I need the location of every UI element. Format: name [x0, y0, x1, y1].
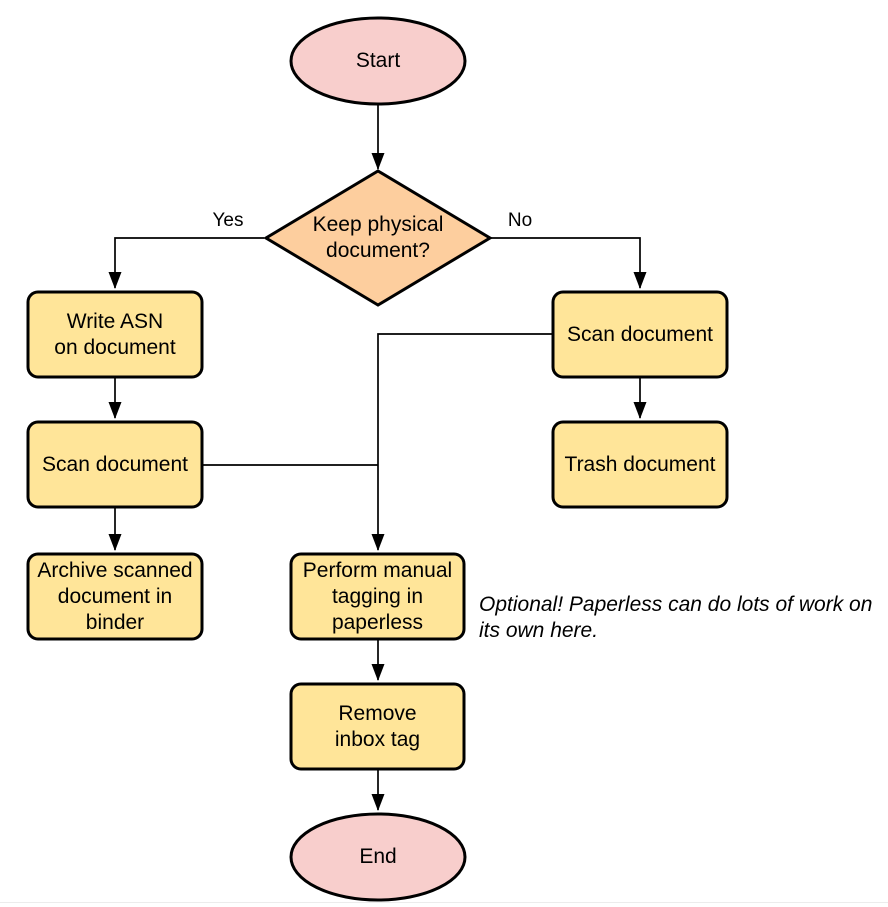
- archive-node-shape: [26, 552, 204, 641]
- page-bottom-edge: [0, 902, 888, 903]
- end-node-label: End: [359, 845, 397, 868]
- remove-inbox-node-label: Remove inbox tag: [334, 701, 421, 751]
- edge-scan-right-to-perform-tagging: [371, 333, 552, 551]
- trash-node-label: Trash document: [564, 452, 716, 476]
- remove-inbox-node-shape: [289, 682, 466, 771]
- write-asn-node-shape: [26, 290, 204, 379]
- end-node-shape: [289, 812, 467, 902]
- scan-left-node-shape: [26, 420, 204, 509]
- perform-tagging-node-label: Perform manual tagging in paperless: [302, 558, 453, 634]
- edge-decision-no-to-scan-right: [490, 237, 647, 289]
- optional-annotation-text: Optional! Paperless can do lots of work …: [479, 593, 873, 642]
- yes-edge-label: Yes: [212, 210, 244, 231]
- write-asn-node-label: Write ASN on document: [54, 309, 176, 359]
- trash-node-shape: [551, 420, 729, 509]
- start-node-label: Start: [355, 49, 401, 72]
- edge-decision-yes-to-write-asn: [108, 237, 264, 289]
- decision-node-label: Keep physical document?: [312, 213, 444, 262]
- start-node-shape: [289, 16, 467, 106]
- archive-node-label: Archive scanned document in binder: [37, 558, 193, 634]
- decision-node-shape: [263, 169, 493, 307]
- no-edge-label: No: [507, 210, 533, 231]
- scan-left-node-label: Scan document: [42, 452, 188, 476]
- scan-right-node-shape: [551, 290, 729, 379]
- perform-tagging-node-shape: [289, 552, 466, 641]
- scan-right-node-label: Scan document: [567, 322, 713, 346]
